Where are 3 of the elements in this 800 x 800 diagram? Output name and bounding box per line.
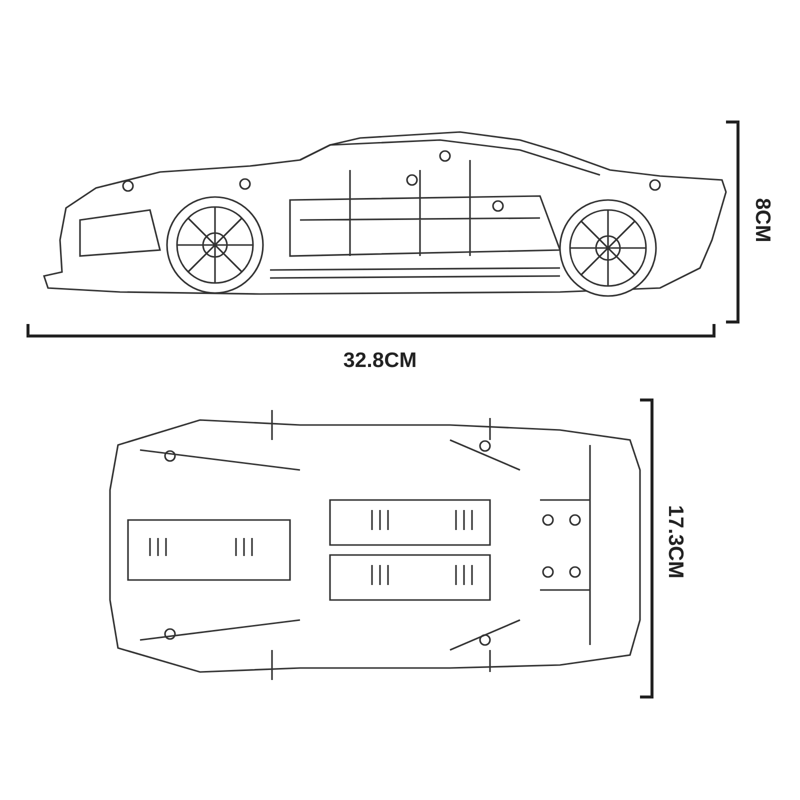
dimension-label: 17.3CM — [665, 505, 686, 579]
dimension-label: 32.8CM — [343, 350, 417, 371]
dimension-label: 8CM — [752, 198, 773, 242]
